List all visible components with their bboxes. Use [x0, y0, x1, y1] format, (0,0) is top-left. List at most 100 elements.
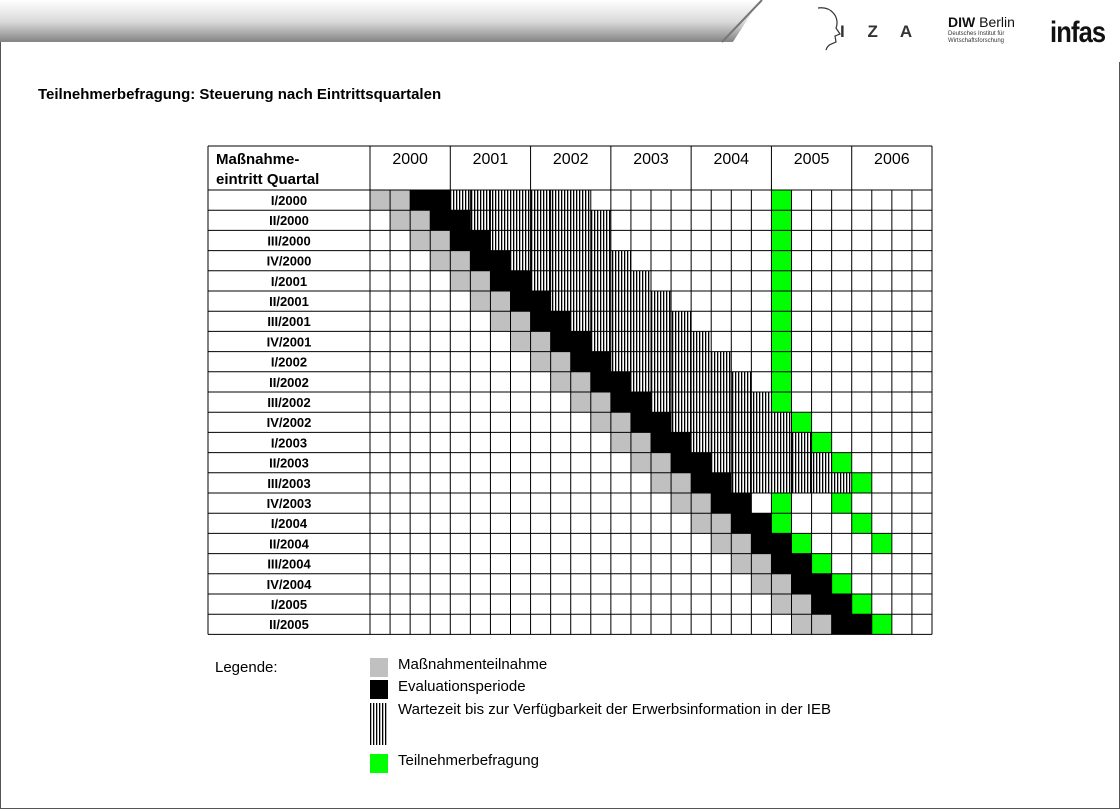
infas-logo: infas — [1050, 16, 1106, 49]
cell-waiting — [791, 472, 812, 493]
cell-waiting — [731, 432, 752, 453]
cell-evaluation — [771, 553, 792, 574]
cell-waiting — [831, 472, 852, 493]
cell-waiting — [731, 472, 752, 493]
cell-evaluation — [651, 412, 672, 433]
cell-participation — [731, 533, 752, 554]
cell-waiting — [731, 371, 752, 392]
cell-survey — [771, 210, 792, 231]
cell-waiting — [691, 331, 712, 352]
cell-waiting — [711, 392, 732, 413]
cell-waiting — [671, 392, 692, 413]
cell-waiting — [671, 351, 692, 372]
legend-label: Legende: — [215, 659, 278, 676]
cell-evaluation — [490, 250, 511, 271]
cell-waiting — [691, 392, 712, 413]
cell-participation — [390, 190, 411, 211]
header-label-line1: Maßnahme- — [216, 151, 299, 168]
header-bar — [0, 0, 780, 40]
cell-evaluation — [630, 392, 651, 413]
cell-waiting — [590, 230, 611, 251]
cell-participation — [430, 230, 451, 251]
cell-waiting — [530, 270, 551, 291]
cell-waiting — [510, 210, 531, 231]
row-label: III/2002 — [267, 395, 310, 410]
cell-waiting — [550, 210, 571, 231]
cell-waiting — [610, 331, 631, 352]
row-label: I/2003 — [271, 435, 307, 450]
cell-waiting — [791, 432, 812, 453]
cell-waiting — [711, 432, 732, 453]
row-label: III/2004 — [267, 557, 311, 572]
cell-evaluation — [530, 291, 551, 312]
cell-waiting — [651, 392, 672, 413]
legend-text-evaluation: Evaluationsperiode — [398, 678, 526, 695]
cell-waiting — [610, 291, 631, 312]
cell-waiting — [691, 412, 712, 433]
row-label: II/2001 — [269, 294, 309, 309]
cell-waiting — [590, 250, 611, 271]
cell-evaluation — [510, 291, 531, 312]
legend-swatch-waiting — [370, 703, 388, 745]
cell-survey — [771, 230, 792, 251]
cell-waiting — [811, 452, 832, 473]
legend-swatch-evaluation — [370, 680, 388, 699]
legend-text-waiting: Wartezeit bis zur Verfügbarkeit der Erwe… — [398, 701, 831, 718]
legend-text-survey: Teilnehmerbefragung — [398, 752, 539, 769]
cell-waiting — [671, 311, 692, 332]
header-label-line2: eintritt Quartal — [216, 171, 319, 188]
cell-evaluation — [671, 432, 692, 453]
cell-evaluation — [430, 210, 451, 231]
cell-waiting — [610, 351, 631, 372]
year-label: 2005 — [794, 151, 830, 168]
cell-waiting — [630, 270, 651, 291]
cell-survey — [771, 291, 792, 312]
cell-participation — [771, 594, 792, 615]
cell-evaluation — [490, 270, 511, 291]
cell-waiting — [570, 210, 591, 231]
cell-waiting — [630, 371, 651, 392]
cell-evaluation — [610, 392, 631, 413]
page-title: Teilnehmerbefragung: Steuerung nach Eint… — [38, 86, 442, 103]
cell-survey — [851, 513, 872, 534]
cell-waiting — [771, 472, 792, 493]
cell-waiting — [711, 371, 732, 392]
cell-waiting — [630, 351, 651, 372]
cell-survey — [871, 533, 892, 554]
year-label: 2004 — [713, 151, 749, 168]
cell-waiting — [550, 230, 571, 251]
cell-participation — [430, 250, 451, 271]
cell-evaluation — [570, 351, 591, 372]
row-label: I/2002 — [271, 355, 307, 370]
cell-evaluation — [811, 594, 832, 615]
cell-waiting — [530, 190, 551, 211]
cell-participation — [550, 351, 571, 372]
cell-participation — [791, 594, 812, 615]
cell-survey — [851, 472, 872, 493]
cell-evaluation — [831, 614, 852, 635]
cell-waiting — [570, 250, 591, 271]
cell-waiting — [530, 250, 551, 271]
year-label: 2003 — [633, 151, 669, 168]
cell-survey — [851, 594, 872, 615]
cell-participation — [410, 230, 431, 251]
cell-waiting — [671, 331, 692, 352]
cell-evaluation — [510, 270, 531, 291]
cell-waiting — [630, 331, 651, 352]
year-label: 2006 — [874, 151, 910, 168]
cell-participation — [651, 452, 672, 473]
legend-text-participation: Maßnahmenteilnahme — [398, 656, 548, 673]
row-label: I/2004 — [271, 516, 308, 531]
cell-participation — [410, 210, 431, 231]
header-rule — [0, 40, 780, 42]
legend-swatch-participation — [370, 658, 388, 677]
diw-subtitle: Deutsches Institut für Wirtschaftsforsch… — [948, 31, 1005, 44]
cell-evaluation — [651, 432, 672, 453]
cell-evaluation — [550, 311, 571, 332]
cell-participation — [731, 553, 752, 574]
cell-evaluation — [691, 452, 712, 473]
cell-survey — [831, 452, 852, 473]
cell-waiting — [590, 311, 611, 332]
